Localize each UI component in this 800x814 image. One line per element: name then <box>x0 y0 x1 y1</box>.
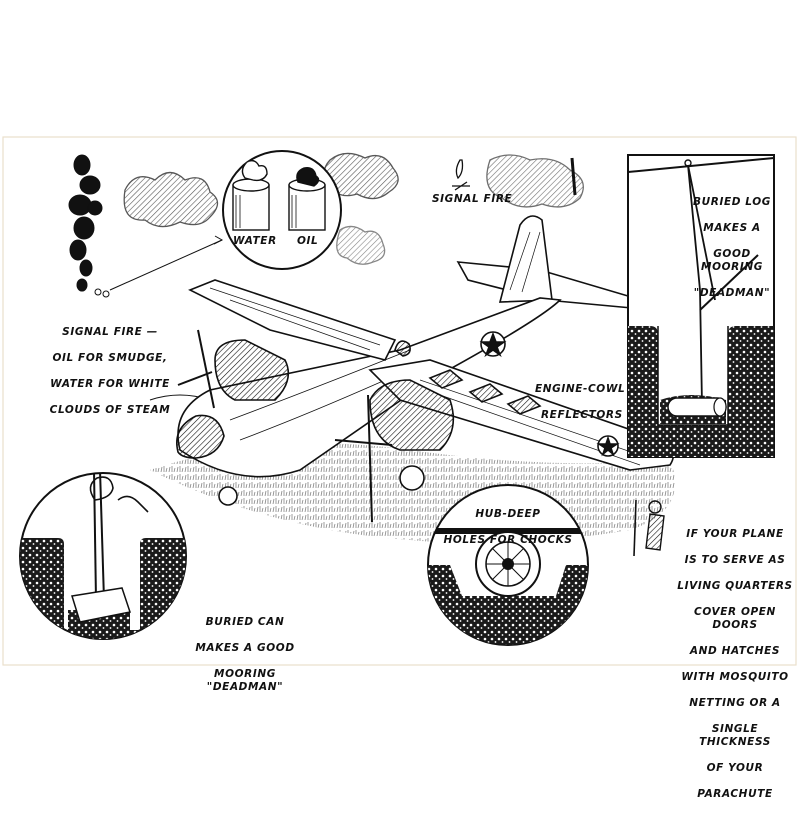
cans-inset <box>222 150 342 270</box>
label-oil: OIL <box>297 235 319 247</box>
label-signal-fire: SIGNAL FIRE <box>432 193 513 205</box>
label-water: WATER <box>233 235 277 247</box>
label-engine-cowl: ENGINE-COWL REFLECTORS <box>535 383 626 421</box>
signal-fire-smoke <box>68 154 110 298</box>
bomber-aircraft <box>176 215 675 523</box>
outer-frame <box>2 136 797 666</box>
label-signal-fire-smudge: SIGNAL FIRE — OIL FOR SMUDGE, WATER FOR … <box>49 326 171 416</box>
label-buried-can: BURIED CAN MAKES A GOOD MOORING "DEADMAN… <box>195 616 295 693</box>
label-hub-deep: HUB-DEEP HOLES FOR CHOCKS <box>443 508 573 546</box>
buried-log-inset <box>627 154 775 458</box>
label-living-quarters: IF YOUR PLANE IS TO SERVE AS LIVING QUAR… <box>677 528 793 800</box>
label-buried-log: BURIED LOG MAKES A GOOD MOORING "DEADMAN… <box>693 196 771 299</box>
person-figure <box>633 499 665 557</box>
wheel-chock-inset <box>427 484 589 646</box>
buried-can-inset <box>19 472 187 640</box>
background-trees <box>123 152 584 265</box>
pointer-line-cans <box>109 239 223 291</box>
signal-fire-icon <box>452 159 470 191</box>
